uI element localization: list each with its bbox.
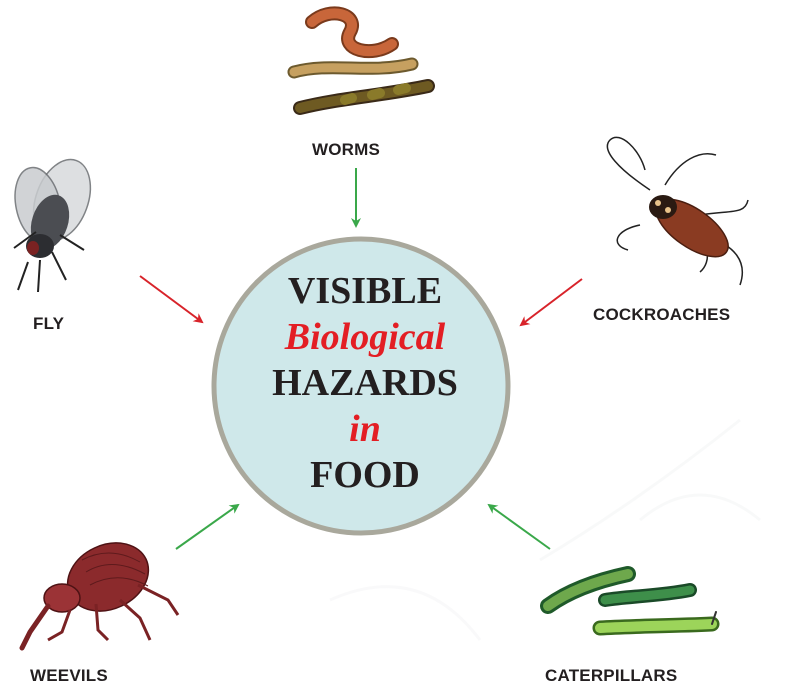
arrow-cockroaches	[521, 279, 582, 325]
center-line-food: FOOD	[220, 452, 510, 498]
label-fly: FLY	[33, 314, 64, 334]
label-cockroaches: COCKROACHES	[593, 305, 730, 325]
center-line-hazards: HAZARDS	[220, 360, 510, 406]
fly-illustration	[9, 152, 101, 292]
center-line-in: in	[220, 406, 510, 452]
weevil-illustration	[22, 530, 178, 648]
label-worms: WORMS	[312, 140, 380, 160]
label-caterpillars: CATERPILLARS	[545, 666, 677, 686]
arrow-fly	[140, 276, 202, 322]
worms-illustration	[294, 13, 428, 108]
arrow-caterpillars	[489, 505, 550, 549]
center-line-visible: VISIBLE	[220, 268, 510, 314]
arrow-weevils	[176, 505, 238, 549]
label-weevils: WEEVILS	[30, 666, 108, 686]
center-title: VISIBLE Biological HAZARDS in FOOD	[220, 268, 510, 498]
caterpillar-illustration	[548, 574, 716, 628]
center-line-biological: Biological	[220, 314, 510, 360]
cockroach-illustration	[607, 137, 748, 285]
